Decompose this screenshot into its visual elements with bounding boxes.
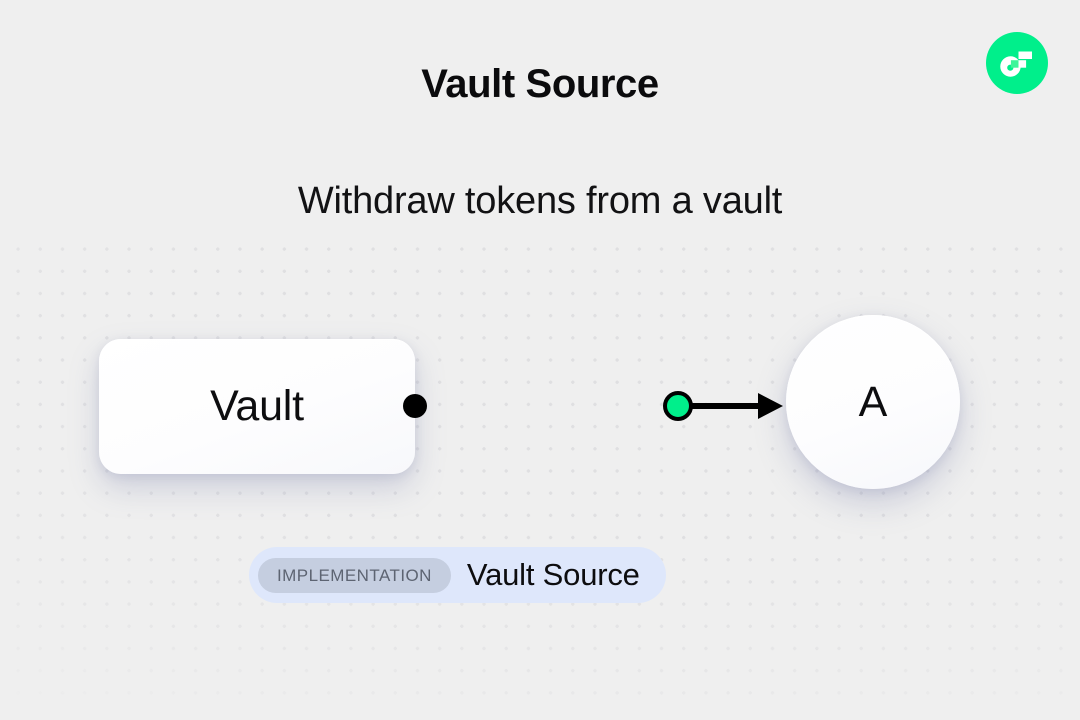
implementation-chip-label: IMPLEMENTATION (258, 557, 451, 593)
page-title: Vault Source (421, 62, 659, 106)
implementation-name: Vault Source (466, 557, 640, 592)
page-subtitle: Withdraw tokens from a vault (297, 180, 783, 222)
diagram-node-a[interactable]: A (786, 315, 960, 489)
diagram-node-vault[interactable]: Vault (99, 339, 415, 474)
edge-arrowhead-icon (758, 393, 783, 419)
node-label: A (858, 377, 888, 426)
edge-midpoint-handle[interactable] (663, 391, 693, 421)
node-label: Vault (210, 382, 304, 430)
implementation-badge[interactable]: IMPLEMENTATION Vault Source (249, 547, 666, 603)
flow-logo-icon[interactable] (986, 32, 1048, 94)
